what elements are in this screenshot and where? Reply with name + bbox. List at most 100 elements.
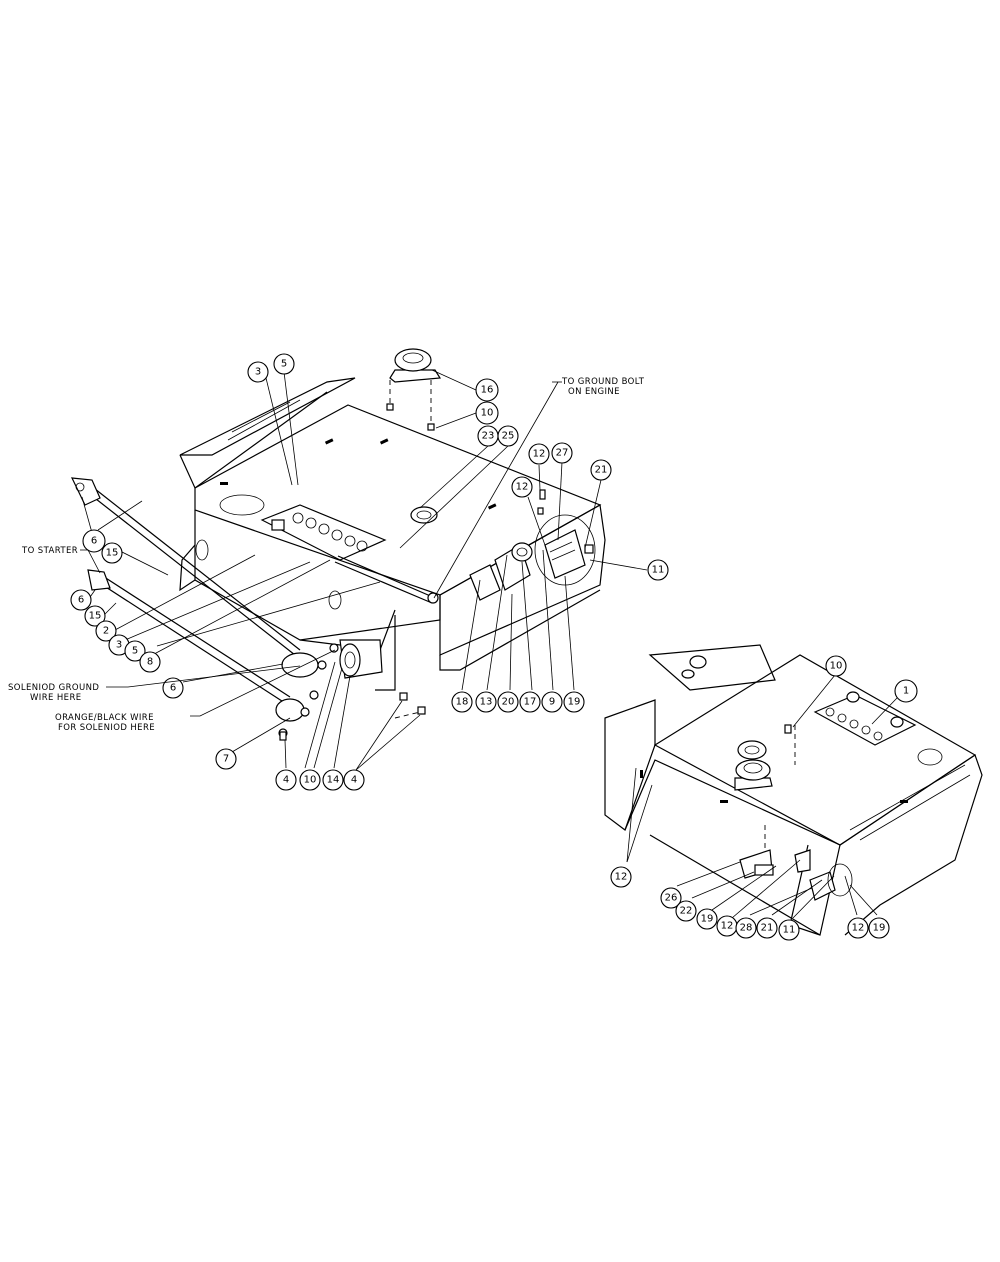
callout-label: 15	[106, 548, 119, 559]
callout-label: 28	[740, 923, 753, 934]
callout-label: 10	[830, 661, 843, 672]
callout-20: 20	[497, 691, 519, 713]
callout-15: 15	[84, 605, 106, 627]
callout-label: 10	[304, 775, 317, 786]
panel-front-face	[194, 510, 441, 641]
horn	[389, 348, 442, 383]
callout-21: 21	[590, 459, 612, 481]
callout-9: 9	[541, 691, 563, 713]
callout-label: 9	[549, 697, 555, 708]
callout-label: 6	[78, 595, 84, 606]
callout-label: 19	[568, 697, 581, 708]
callout-label: 14	[327, 775, 340, 786]
relay	[754, 864, 774, 876]
callout-label: 5	[132, 646, 138, 657]
callout-28: 28	[735, 917, 757, 939]
callout-label: 23	[482, 431, 495, 442]
note-orange-black-line2: FOR SOLENIOD HERE	[58, 723, 155, 733]
right-assembly	[604, 644, 983, 936]
note-orange-black-line1: ORANGE/BLACK WIRE	[55, 713, 154, 723]
bolt	[427, 423, 435, 431]
callout-label: 17	[524, 697, 537, 708]
callout-label: 19	[701, 914, 714, 925]
callout-11: 11	[778, 919, 800, 941]
callout-11: 11	[647, 559, 669, 581]
callout-label: 19	[873, 923, 886, 934]
callout-label: 13	[480, 697, 493, 708]
control-strip	[260, 504, 387, 561]
cable-boot	[275, 698, 305, 722]
horn	[734, 759, 773, 791]
callout-label: 27	[556, 448, 569, 459]
wiring-notes: TO GROUND BOLT ON ENGINE TO STARTER SOLE…	[8, 377, 644, 733]
hour-meter	[737, 740, 767, 760]
callout-label: 21	[761, 923, 774, 934]
callout-23: 23	[477, 425, 499, 447]
callout-label: 4	[351, 775, 357, 786]
callout-label: 5	[281, 359, 287, 370]
callout-6: 6	[70, 589, 92, 611]
callout-10: 10	[299, 769, 321, 791]
hour-meter	[410, 506, 438, 524]
control-strip	[813, 694, 917, 746]
callout-label: 2	[103, 626, 109, 637]
callout-21: 21	[756, 917, 778, 939]
panel-hole	[219, 494, 265, 516]
callout-12: 12	[847, 917, 869, 939]
note-ground-bolt-line2: ON ENGINE	[568, 387, 620, 397]
callout-label: 11	[652, 565, 665, 576]
rear-flap	[648, 644, 776, 691]
callout-label: 3	[255, 367, 261, 378]
callout-label: 12	[516, 482, 529, 493]
callout-13: 13	[475, 691, 497, 713]
callout-4: 4	[343, 769, 365, 791]
callout-1: 1	[894, 679, 918, 703]
callout-label: 12	[615, 872, 628, 883]
callout-label: 16	[481, 385, 494, 396]
key-switch	[271, 519, 285, 531]
callout-label: 12	[852, 923, 865, 934]
callout-12: 12	[528, 443, 550, 465]
callout-label: 22	[680, 906, 693, 917]
bolt	[386, 403, 394, 411]
callout-19: 19	[868, 917, 890, 939]
callout-label: 18	[456, 697, 469, 708]
note-to-starter: TO STARTER	[21, 546, 78, 556]
callout-label: 1	[903, 686, 909, 697]
callout-label: 15	[89, 611, 102, 622]
callout-16: 16	[475, 378, 499, 402]
callout-26: 26	[660, 887, 682, 909]
callout-label: 3	[116, 640, 122, 651]
callout-6: 6	[162, 677, 184, 699]
callout-12: 12	[610, 866, 632, 888]
callout-label: 26	[665, 893, 678, 904]
ground-cable	[334, 555, 439, 604]
callout-8: 8	[139, 651, 161, 673]
callout-label: 25	[502, 431, 515, 442]
callout-label: 4	[283, 775, 289, 786]
note-solenoid-ground-line1: SOLENIOD GROUND	[8, 683, 99, 693]
panel-top-plate	[653, 654, 977, 846]
callout-label: 8	[147, 657, 153, 668]
callout-label: 6	[170, 683, 176, 694]
fuse-and-relay-group	[469, 489, 596, 601]
leader-lines	[81, 369, 898, 919]
callouts: 3 5 16 10 23 25 12 27 12 21 11 6 15 6 15…	[70, 353, 918, 941]
callout-2: 2	[95, 620, 117, 642]
callout-19: 19	[696, 908, 718, 930]
callout-5: 5	[273, 353, 295, 375]
callout-14: 14	[322, 769, 344, 791]
callout-25: 25	[497, 425, 519, 447]
callout-12: 12	[716, 915, 738, 937]
callout-label: 12	[721, 921, 734, 932]
callout-label: 11	[783, 925, 796, 936]
callout-label: 7	[223, 754, 229, 765]
callout-22: 22	[675, 900, 697, 922]
left-side-face	[604, 699, 656, 831]
rear-flap	[179, 377, 356, 456]
callout-label: 10	[481, 408, 494, 419]
callout-19: 19	[563, 691, 585, 713]
callout-label: 12	[533, 449, 546, 460]
callout-12: 12	[511, 476, 533, 498]
